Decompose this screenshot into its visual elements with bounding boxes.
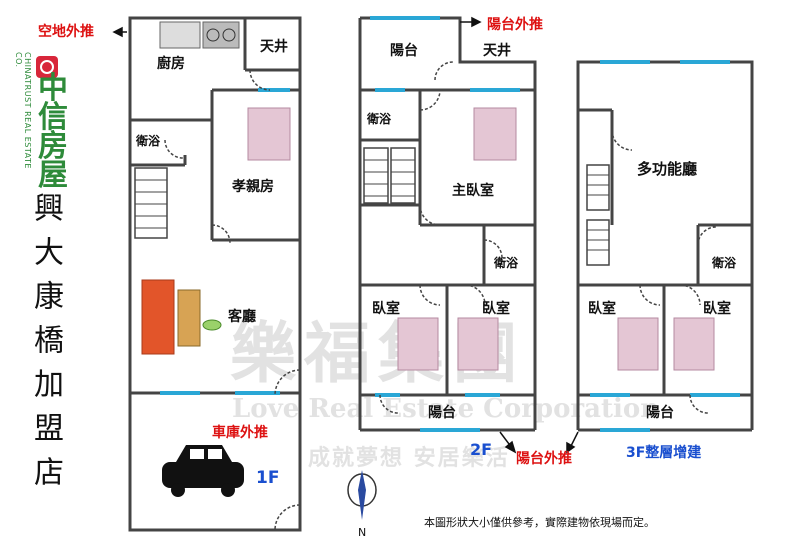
compass-label: N (358, 526, 367, 539)
room-bath-3f: 衛浴 (712, 256, 737, 270)
room-master: 主臥室 (452, 183, 494, 199)
compass-icon (347, 470, 377, 520)
room-kitchen: 廚房 (157, 56, 185, 72)
room-bed-2f-2: 臥室 (482, 301, 510, 317)
room-skylight-1f: 天井 (260, 39, 288, 55)
bed-3f-2 (673, 317, 715, 371)
room-balcony-2f-top: 陽台 (390, 43, 418, 59)
watermark-en: Love Real Estate Corporation (232, 394, 660, 424)
room-living: 客廳 (228, 309, 256, 325)
room-bed-2f-1: 臥室 (372, 301, 400, 317)
logo-brand-cn: 中信房屋 (38, 71, 68, 193)
floor1-label: 1F (256, 468, 280, 488)
floor2-label: 2F (470, 440, 493, 459)
bed-1f (247, 107, 291, 161)
room-skylight-2f: 天井 (483, 43, 511, 59)
floor3-label: 3F整層增建 (626, 445, 702, 461)
car-icon (162, 445, 244, 497)
table-icon (177, 289, 201, 347)
sofa-icon (141, 279, 175, 355)
room-multi: 多功能廳 (637, 160, 698, 178)
room-bath-2f-1: 衛浴 (367, 112, 392, 126)
floor1-top-annotation: 空地外推 (38, 24, 94, 40)
store-name: 興大康橋加盟店 (28, 192, 63, 500)
company-logo: 中信房屋 CHINATRUST REAL ESTATE CO. (8, 52, 118, 191)
garage-annotation: 車庫外推 (212, 425, 268, 441)
disclaimer: 本圖形狀大小僅供參考，實際建物依現場而定。 (424, 516, 655, 529)
floor2-bottom-annotation: 陽台外推 (516, 451, 572, 467)
logo-brand-en: CHINATRUST REAL ESTATE CO. (14, 52, 32, 169)
room-elder: 孝親房 (232, 179, 274, 195)
room-bed-3f-1: 臥室 (588, 301, 616, 317)
bed-2f-1 (397, 317, 439, 371)
stove-icon (202, 21, 240, 49)
room-bath-2f-2: 衛浴 (494, 256, 519, 270)
logo-emblem-icon (36, 56, 58, 78)
floor1-outer-wall (128, 16, 302, 532)
watermark-slogan: 成就夢想 安居樂活 (308, 446, 510, 471)
room-balcony-3f: 陽台 (646, 405, 674, 421)
floor2-top-annotation: 陽台外推 (487, 17, 543, 33)
room-bed-3f-2: 臥室 (703, 301, 731, 317)
bed-3f-1 (617, 317, 659, 371)
sink-icon (159, 21, 201, 49)
bed-2f-2 (457, 317, 499, 371)
room-bath-1f: 衛浴 (136, 134, 161, 148)
bed-2f-master (473, 107, 517, 161)
room-balcony-2f-bottom: 陽台 (428, 405, 456, 421)
